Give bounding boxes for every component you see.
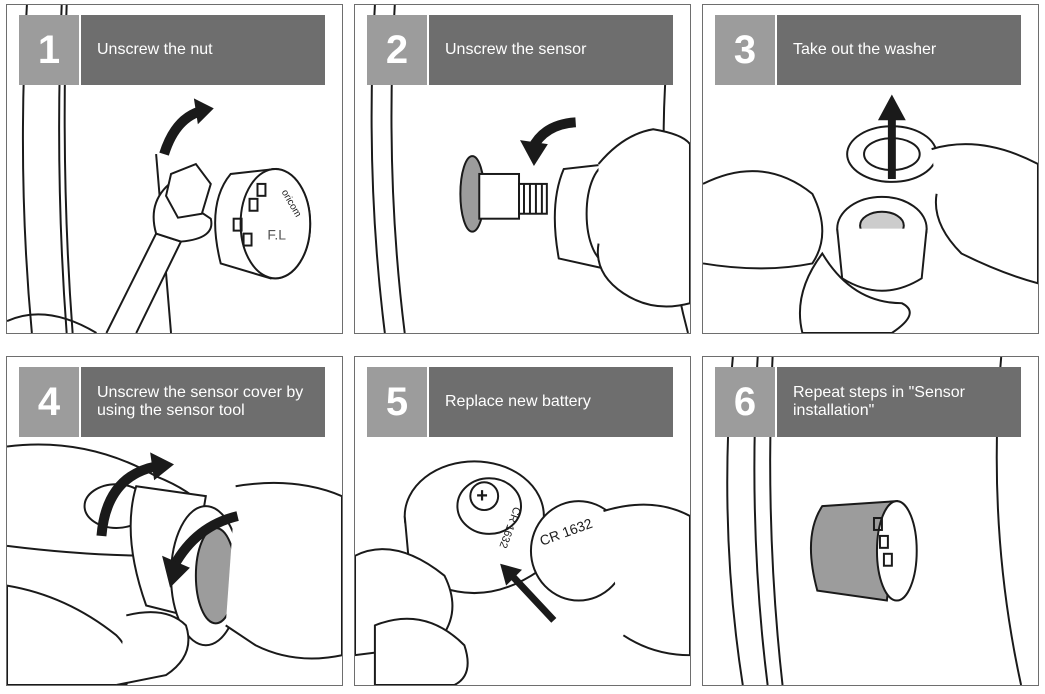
step-4-illustration <box>7 443 342 685</box>
curved-arrow-icon <box>520 117 577 167</box>
step-5-illustration: + CR 1632 CR 1632 <box>355 460 690 685</box>
step-title: Unscrew the sensor <box>429 15 673 85</box>
step-banner-1: 1 Unscrew the nut <box>19 15 325 85</box>
step-2-illustration <box>370 5 690 333</box>
step-number: 4 <box>19 367 79 437</box>
step-panel-1: oricom F.L 1 Unscrew the nut <box>6 4 343 334</box>
curved-arrow-icon <box>96 452 175 537</box>
straight-arrow-icon <box>500 563 557 623</box>
step-panel-2: 2 Unscrew the sensor <box>354 4 691 334</box>
step-panel-6: 6 Repeat steps in "Sensor installation" <box>702 356 1039 686</box>
step-banner-2: 2 Unscrew the sensor <box>367 15 673 85</box>
step-title: Replace new battery <box>429 367 673 437</box>
straight-arrow-icon <box>877 94 906 179</box>
curved-arrow-icon <box>162 511 239 588</box>
step-title: Unscrew the sensor cover by using the se… <box>81 367 325 437</box>
step-1-illustration: oricom F.L <box>7 5 312 333</box>
curved-arrow-icon <box>159 98 214 156</box>
step-title: Unscrew the nut <box>81 15 325 85</box>
step-title: Take out the washer <box>777 15 1021 85</box>
step-banner-5: 5 Replace new battery <box>367 367 673 437</box>
step-banner-6: 6 Repeat steps in "Sensor installation" <box>715 367 1021 437</box>
step-number: 1 <box>19 15 79 85</box>
step-3-illustration <box>703 94 1038 333</box>
step-number: 5 <box>367 367 427 437</box>
step-panel-4: 4 Unscrew the sensor cover by using the … <box>6 356 343 686</box>
step-number: 2 <box>367 15 427 85</box>
step-banner-3: 3 Take out the washer <box>715 15 1021 85</box>
step-panel-5: + CR 1632 CR 1632 5 Replace new battery <box>354 356 691 686</box>
sensor-mark: F.L <box>267 227 286 243</box>
step-banner-4: 4 Unscrew the sensor cover by using the … <box>19 367 325 437</box>
step-number: 3 <box>715 15 775 85</box>
battery-plus-mark: + <box>476 485 488 507</box>
step-panel-3: 3 Take out the washer <box>702 4 1039 334</box>
step-number: 6 <box>715 367 775 437</box>
step-title: Repeat steps in "Sensor installation" <box>777 367 1021 437</box>
